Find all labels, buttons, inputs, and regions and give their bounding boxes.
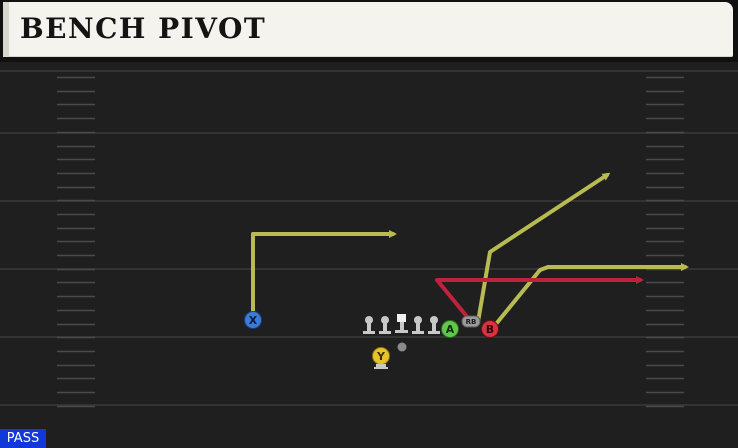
offensive-line [363,314,440,334]
player-b-label: B [486,323,494,336]
player-a-label: A [446,323,455,336]
lineman-icon [412,316,424,334]
player-rb-label: RB [466,318,477,326]
route-b-out [494,263,689,326]
title-card [3,2,733,57]
route-x-out [251,230,397,315]
play-type-badge: PASS [0,429,46,448]
play-title: BENCH PIVOT [20,12,267,45]
header-bar: BENCH PIVOT [0,0,738,62]
play-diagram-field: X Y A RB B [0,62,738,448]
play-diagram: X Y A RB B [0,70,738,408]
player-y-stance-icon [376,364,386,367]
player-x-label: X [249,314,258,327]
hash-marks-left [57,76,95,408]
player-rb: RB [461,315,481,328]
title-card-accent [3,2,9,57]
player-b: B [481,320,499,338]
yard-lines [0,70,738,406]
route-rb-pivot [435,276,644,326]
player-y: Y [372,347,390,369]
lineman-icon [379,316,391,334]
route-a-post [476,172,611,324]
lineman-icon [428,316,440,334]
hash-marks-right [646,76,684,408]
quarterback-icon [397,342,407,352]
player-y-label: Y [376,350,386,363]
player-x: X [244,311,262,329]
center-icon [395,314,408,333]
routes [251,172,689,326]
player-a: A [441,320,459,338]
lineman-icon [363,316,375,334]
